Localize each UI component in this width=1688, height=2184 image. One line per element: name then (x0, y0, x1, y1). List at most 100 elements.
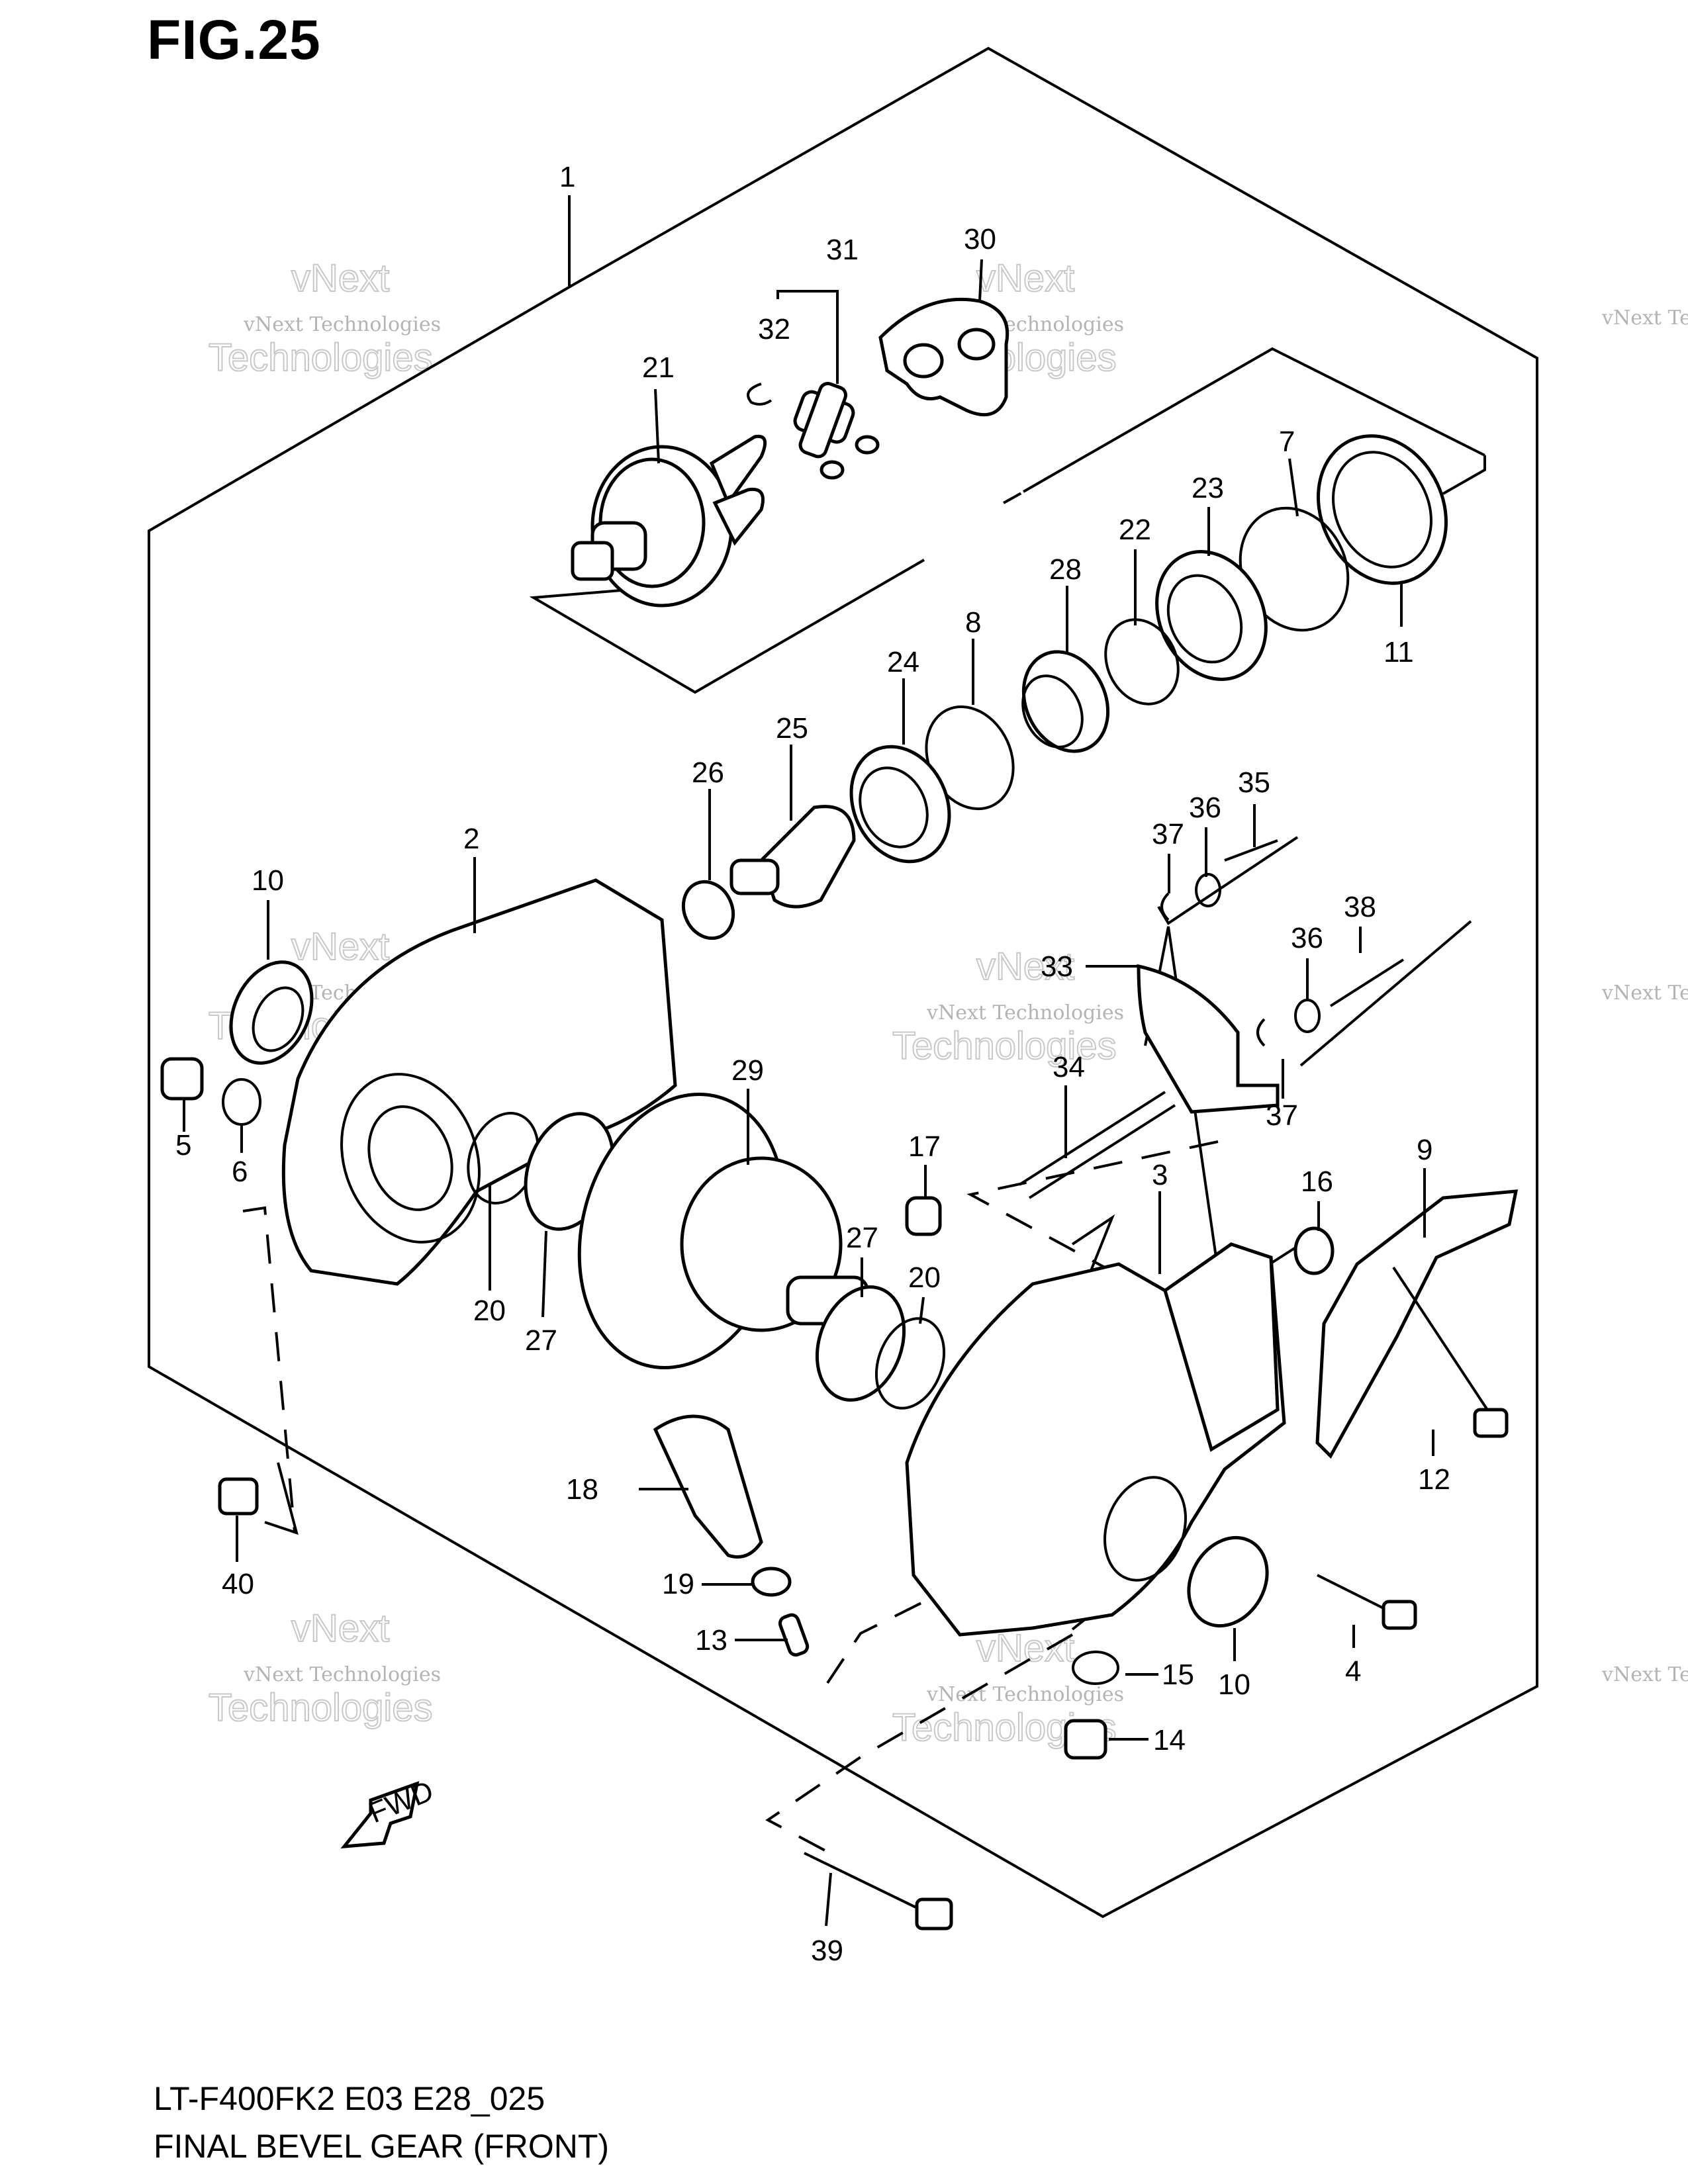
universal-joint-part (747, 382, 880, 480)
callout-label: 35 (1238, 766, 1270, 799)
callout-label: 12 (1418, 1463, 1450, 1496)
output-yoke-part (571, 434, 767, 608)
callout-label: 36 (1291, 922, 1323, 954)
callout-label: 20 (473, 1295, 506, 1327)
sub-assembly-bracket (529, 559, 925, 694)
fork-shaft-part (1018, 1091, 1166, 1186)
callout-label: 40 (222, 1568, 254, 1600)
assembly-outline (148, 46, 1538, 1919)
callout-label: 6 (232, 1156, 248, 1188)
callout-label: 23 (1192, 472, 1224, 504)
watermark-text: vNext Technologies (1601, 981, 1688, 1005)
circlip-part (1256, 1018, 1266, 1047)
callout-label: 5 (175, 1129, 191, 1161)
sub-assembly-bracket (1023, 347, 1485, 493)
watermark-text: vNext (291, 925, 389, 968)
snap-ring-part (1104, 618, 1180, 705)
callout-label: 37 (1266, 1099, 1298, 1132)
callout-label: 16 (1301, 1165, 1333, 1198)
callout-label: 34 (1053, 1051, 1085, 1083)
boot-part (653, 1414, 763, 1559)
watermark-text: vNext (291, 257, 389, 300)
callout-label: 3 (1152, 1159, 1168, 1191)
sub-assembly-bracket (1442, 455, 1486, 495)
dashed-guide (242, 1206, 296, 1533)
shift-fork-part (1137, 964, 1280, 1114)
watermark-text: vNext Technologies (1601, 1663, 1688, 1686)
oil-seal-part (1187, 1535, 1269, 1628)
callout-label: 32 (758, 313, 790, 345)
callout-label: 1 (559, 161, 575, 193)
model-caption: LT-F400FK2 E03 E28_025 (154, 2080, 545, 2117)
watermark-text: vNext Technologies (1601, 306, 1688, 330)
callout-label: 37 (1152, 818, 1184, 850)
bushing-part (1293, 1226, 1335, 1275)
callout-label: 38 (1344, 891, 1376, 923)
callout-label: 2 (463, 823, 479, 855)
watermark-text: vNext (976, 257, 1074, 300)
watermark-text: vNext Technologies (243, 313, 441, 336)
shim-part (874, 1317, 946, 1410)
drive-bevel-pinion-part (729, 805, 856, 909)
callout-label: 22 (1119, 514, 1151, 546)
figure-title: FIG.25 (147, 9, 321, 71)
bolt-head-part (1382, 1600, 1417, 1630)
callout-label: 18 (566, 1473, 598, 1506)
watermark-text: vNext Technologies (243, 1663, 441, 1686)
gasket-part (222, 1078, 261, 1126)
dashed-guide (1299, 920, 1472, 1067)
callout-label: 33 (1041, 950, 1073, 983)
clamp-part (751, 1567, 792, 1597)
watermark-text: vNext Technologies (926, 1683, 1124, 1706)
diagram-name-caption: FINAL BEVEL GEAR (FRONT) (154, 2128, 610, 2165)
drain-plug-part (1064, 1719, 1107, 1760)
bolt-part (804, 1852, 927, 1914)
needle-bearing-part (681, 880, 735, 940)
callout-label: 7 (1279, 426, 1295, 458)
circlip-part (1160, 892, 1170, 921)
callout-label: 30 (964, 223, 996, 255)
watermark-text: vNext Technologies (926, 1001, 1124, 1024)
callout-label: 27 (525, 1324, 557, 1357)
bearing-part (849, 745, 951, 864)
watermark-text: vNext (291, 1607, 389, 1650)
oil-seal-part (1316, 434, 1448, 585)
watermark-text: vNext (976, 945, 1074, 988)
callout-label: 9 (1417, 1134, 1432, 1166)
gasket-part (1072, 1651, 1119, 1685)
washer-part (1195, 873, 1221, 907)
dashed-guide (264, 1462, 299, 1535)
dashed-guide (1071, 1214, 1115, 1285)
fwd-arrow-icon: FWD (340, 1774, 438, 1848)
callout-label: 14 (1153, 1724, 1186, 1756)
watermark-text: Technologies (209, 1686, 433, 1729)
spring-part (1224, 839, 1278, 862)
oil-seal-inner (252, 986, 305, 1052)
spring-part (1329, 958, 1405, 1007)
callout-label: 36 (1189, 792, 1221, 824)
nut-part (218, 1477, 259, 1516)
driven-bevel-gear-part (577, 1092, 869, 1370)
washer-part (1294, 999, 1321, 1033)
callout-label: 28 (1049, 553, 1082, 586)
callout-label: 4 (1345, 1655, 1361, 1688)
bearing-part (815, 1285, 906, 1402)
dashed-guide (765, 1633, 1074, 1853)
callout-label: 11 (1383, 636, 1414, 668)
callout-label: 10 (252, 864, 284, 897)
callout-label: 24 (887, 646, 919, 678)
bolt-part (1392, 1266, 1497, 1424)
callout-label: 39 (811, 1934, 843, 1967)
needle-bearing-part (1021, 650, 1110, 753)
plug-part (160, 1057, 204, 1101)
watermark-text: Technologies (892, 1024, 1117, 1068)
callout-label: 13 (695, 1624, 727, 1657)
flange-yoke-part (878, 297, 1009, 417)
callout-label: 17 (908, 1130, 941, 1163)
callout-label: 10 (1218, 1668, 1250, 1701)
bracket-part (1315, 1189, 1519, 1459)
callout-label: 8 (965, 606, 981, 639)
dashed-guide (1003, 488, 1028, 504)
bushing-part (905, 1196, 942, 1236)
